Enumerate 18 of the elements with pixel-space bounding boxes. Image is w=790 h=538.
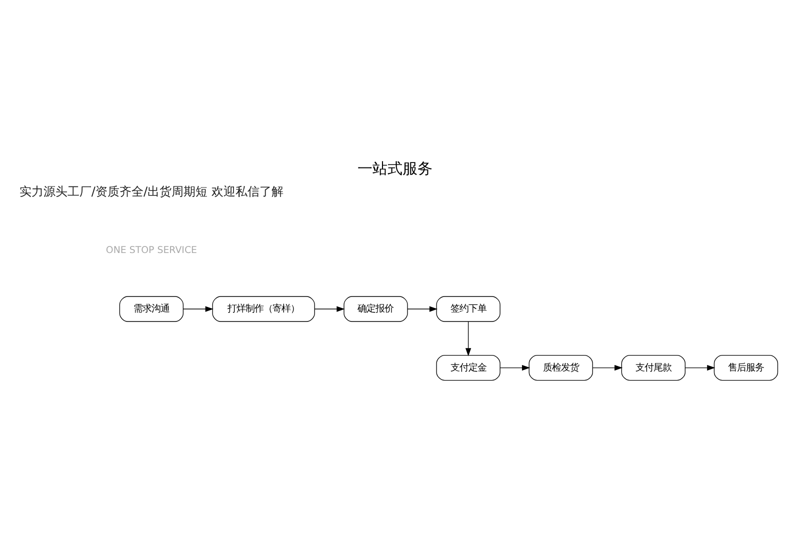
arrow (314, 306, 345, 312)
node-box: 支付尾款 (621, 354, 686, 380)
label: ONE STOP SERVICE (106, 244, 198, 256)
node-box: 支付定金 (436, 354, 500, 380)
arrow (407, 306, 438, 312)
node-box: 打烊制作（寄样） (212, 296, 315, 322)
diagram-title: 一站式服务 (358, 158, 432, 177)
arrow (500, 364, 530, 370)
arrow (465, 320, 472, 356)
node-box: 需求沟通 (119, 296, 184, 322)
arrow (182, 306, 214, 312)
node-box: 确定报价 (344, 296, 408, 322)
arrow (592, 364, 623, 370)
label: 实力源头工厂/资质齐全/出货周期短 欢迎私信了解 (19, 184, 284, 198)
node-box: 签约下单 (436, 296, 500, 322)
node-box: 售后服务 (714, 354, 778, 380)
arrow (684, 364, 716, 370)
node-box: 质检发货 (528, 354, 593, 380)
